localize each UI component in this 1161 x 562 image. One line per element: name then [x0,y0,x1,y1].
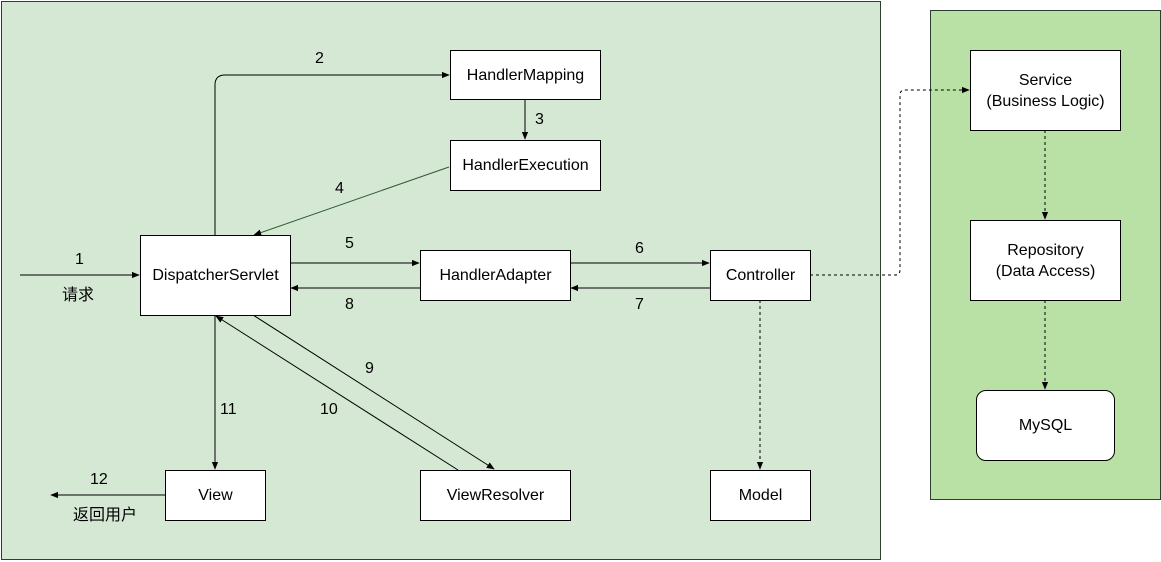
service-label: Service [1018,71,1073,89]
handler-mapping-label: HandlerMapping [466,66,585,84]
service-node: Service (Business Logic) [970,50,1121,131]
step12-label: 12 [90,471,108,488]
step5-label: 5 [345,235,354,252]
view-resolver-node: ViewResolver [420,470,571,521]
edge-step9 [252,314,495,470]
return-user-label: 返回用户 [73,507,138,524]
step1-label: 1 [75,251,84,268]
handler-execution-label: HandlerExecution [462,157,589,174]
service-sublabel: (Business Logic) [986,92,1105,110]
edge-step4 [253,166,450,236]
view-resolver-label: ViewResolver [446,487,545,504]
handler-adapter-label: HandlerAdapter [439,267,552,284]
view-node: View [165,470,266,521]
step8-label: 8 [345,296,354,313]
repository-label: Repository [1007,241,1084,259]
edge-step2 [214,71,450,235]
repository-node: Repository (Data Access) [970,220,1121,301]
step9-label: 9 [365,360,374,377]
model-node: Model [710,470,811,521]
dispatcher-servlet-node: DispatcherServlet [140,235,291,316]
mysql-label: MySQL [1018,417,1073,434]
request-label: 请求 [62,287,95,304]
handler-mapping-node: HandlerMapping [450,50,601,100]
handler-execution-node: HandlerExecution [450,140,601,191]
edge-controller-service [810,86,970,276]
model-label: Model [738,487,783,504]
step4-label: 4 [335,180,344,197]
dispatcher-servlet-label: DispatcherServlet [152,267,279,284]
handler-adapter-node: HandlerAdapter [420,250,571,301]
controller-node: Controller [710,250,811,301]
controller-label: Controller [725,267,796,284]
view-label: View [198,487,233,504]
step10-label: 10 [320,401,338,418]
step3-label: 3 [535,111,544,128]
step7-label: 7 [635,296,644,313]
step2-label: 2 [315,50,324,67]
edge-step10 [215,315,459,471]
repository-sublabel: (Data Access) [995,262,1096,280]
step6-label: 6 [635,240,644,257]
mysql-node: MySQL [976,390,1115,461]
step11-label: 11 [220,401,237,418]
